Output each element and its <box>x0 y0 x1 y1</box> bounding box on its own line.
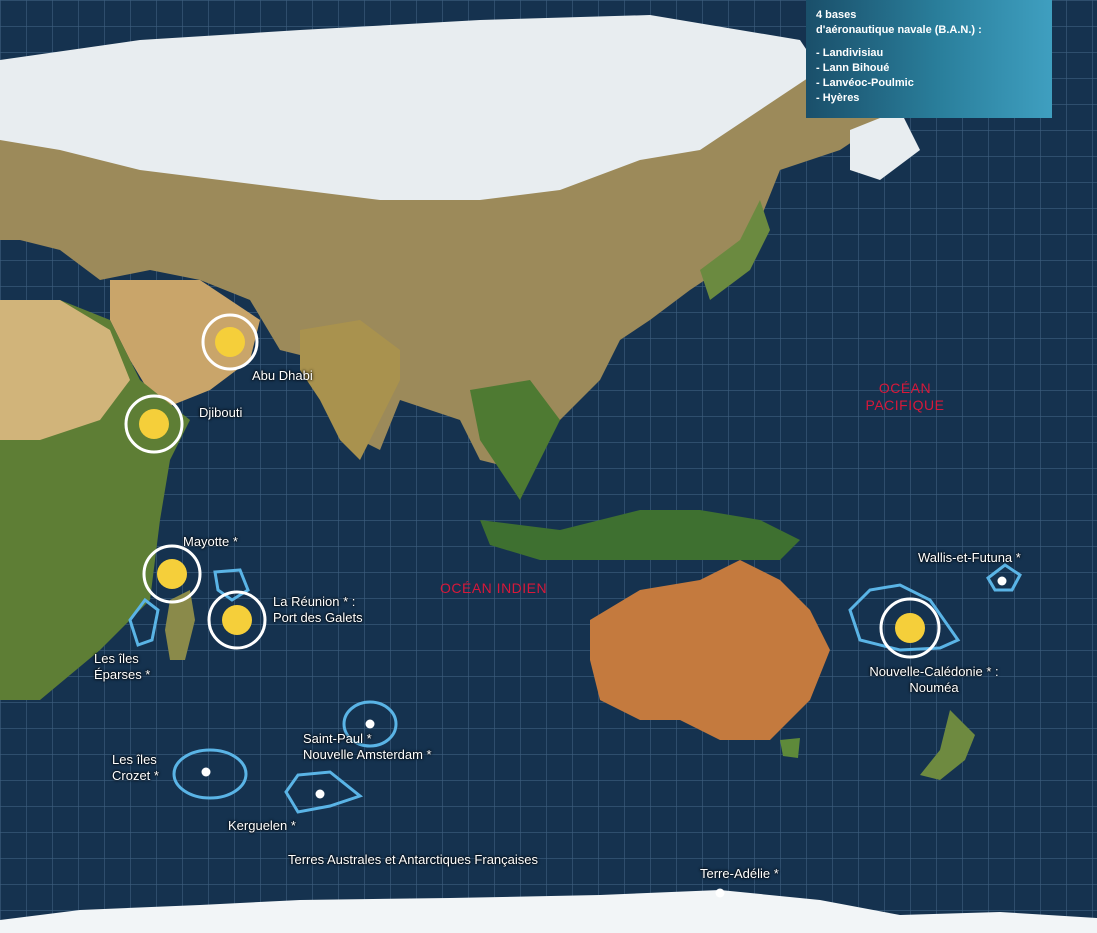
eez-kerguelen <box>284 770 364 814</box>
legend-base-item: Lanvéoc-Poulmic <box>816 76 1052 91</box>
label-kerguelen: Kerguelen * <box>228 818 296 833</box>
point-marker-saint-paul[interactable] <box>365 719 375 729</box>
base-marker-reunion[interactable] <box>207 590 267 650</box>
label-crozet: Les îles Crozet * <box>112 752 159 784</box>
label-caledonie-line2: Nouméa <box>909 680 959 695</box>
point-marker-kerguelen[interactable] <box>315 789 325 799</box>
eez-new-caledonia <box>848 583 961 652</box>
ocean-label-pacific-line1: OCÉAN <box>878 380 932 396</box>
kamchatka-snow <box>850 110 920 180</box>
eez-crozet <box>172 748 248 800</box>
label-caledonie: Nouvelle-Calédonie * : Nouméa <box>846 664 1022 696</box>
japan-landmass <box>700 200 770 300</box>
sahara <box>0 300 130 440</box>
label-reunion-line2: Port des Galets <box>273 610 363 625</box>
legend-base-item: Landivisiau <box>816 46 1052 61</box>
eez-eparses <box>128 597 160 647</box>
base-marker-djibouti[interactable] <box>124 394 184 454</box>
base-marker-noumea[interactable] <box>879 597 941 659</box>
point-marker-crozet[interactable] <box>201 767 211 777</box>
legend-base-item: Hyères <box>816 91 1052 106</box>
label-crozet-line1: Les îles <box>112 752 157 767</box>
label-crozet-line2: Crozet * <box>112 768 159 783</box>
label-eparses: Les îles Éparses * <box>94 651 150 683</box>
label-reunion: La Réunion * : Port des Galets <box>273 594 363 626</box>
eez-mayotte <box>213 568 250 602</box>
legend-title-line2: d'aéronautique navale (B.A.N.) : <box>816 24 982 36</box>
label-saint-paul-line2: Nouvelle Amsterdam * <box>303 747 432 762</box>
base-marker-abu-dhabi[interactable] <box>201 313 259 371</box>
antarctica-landmass <box>0 890 1097 933</box>
label-wallis: Wallis-et-Futuna * <box>918 550 1021 565</box>
india-landmass <box>300 320 400 460</box>
tasmania-landmass <box>780 738 800 758</box>
arabia-landmass <box>110 280 260 410</box>
label-reunion-line1: La Réunion * : <box>273 594 356 609</box>
legend-box: 4 bases d'aéronautique navale (B.A.N.) :… <box>806 0 1052 118</box>
label-saint-paul-line1: Saint-Paul * <box>303 731 372 746</box>
legend-base-list: Landivisiau Lann Bihoué Lanvéoc-Poulmic … <box>816 46 1052 106</box>
label-saint-paul: Saint-Paul * Nouvelle Amsterdam * <box>303 731 432 763</box>
ocean-label-indian: OCÉAN INDIEN <box>440 580 548 596</box>
southeast-asia-landmass <box>470 380 560 500</box>
point-marker-terre-adelie[interactable] <box>715 888 725 898</box>
label-eparses-line1: Les îles <box>94 651 139 666</box>
legend-base-item: Lann Bihoué <box>816 61 1052 76</box>
label-djibouti: Djibouti <box>199 405 243 420</box>
point-marker-wallis[interactable] <box>997 576 1007 586</box>
eez-saint-paul <box>342 700 398 748</box>
australia-landmass <box>590 560 830 740</box>
label-eparses-line2: Éparses * <box>94 667 151 682</box>
label-abu-dhabi: Abu Dhabi <box>252 368 313 383</box>
new-zealand-landmass <box>920 710 975 780</box>
label-mayotte: Mayotte * <box>183 534 238 549</box>
label-terre-adelie: Terre-Adélie * <box>700 866 779 881</box>
madagascar-landmass <box>165 590 195 660</box>
base-marker-mayotte[interactable] <box>142 544 202 604</box>
eez-wallis <box>986 563 1022 592</box>
label-caledonie-line1: Nouvelle-Calédonie * : <box>869 664 999 679</box>
ocean-label-pacific: OCÉAN PACIFIQUE <box>850 380 960 414</box>
label-taaf: Terres Australes et Antarctiques Françai… <box>288 852 539 867</box>
legend-title-line1: 4 bases <box>816 9 857 21</box>
indonesia-landmass <box>480 510 800 560</box>
ocean-label-pacific-line2: PACIFIQUE <box>865 397 945 413</box>
siberia-snow <box>0 15 820 200</box>
